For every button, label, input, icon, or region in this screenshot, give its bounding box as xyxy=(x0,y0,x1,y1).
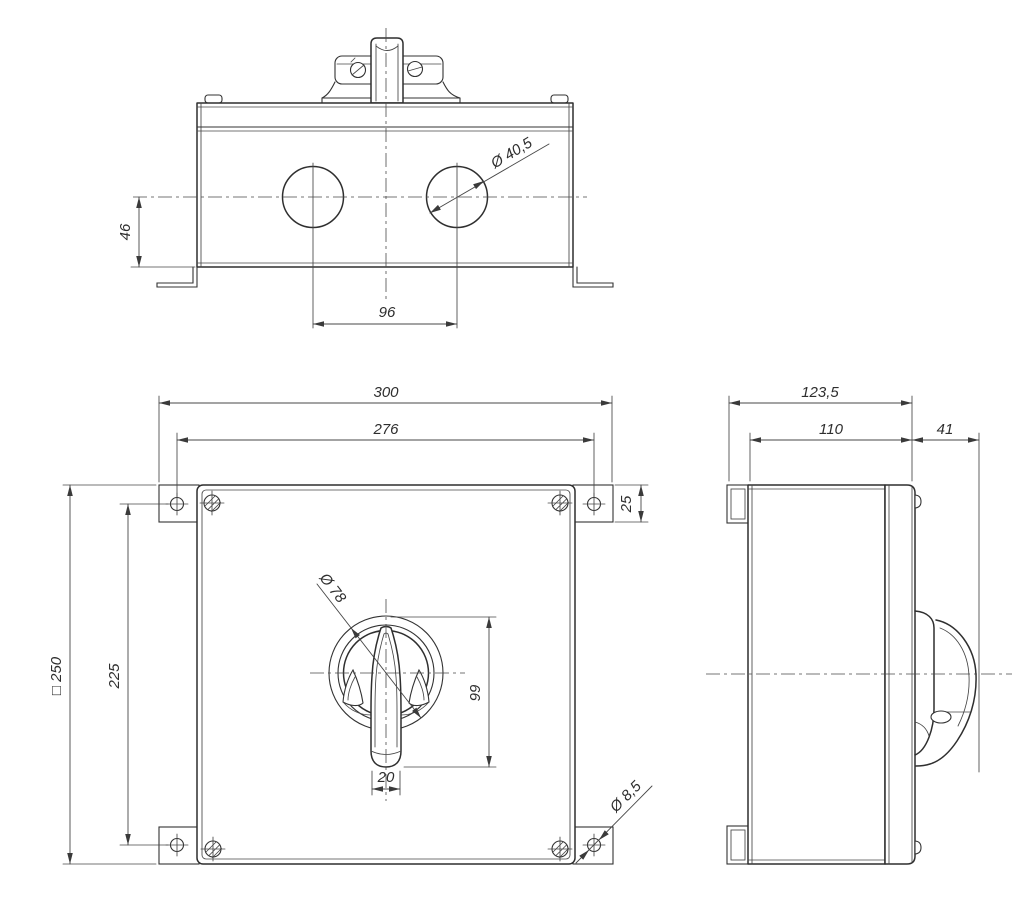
dim-label-99: 99 xyxy=(467,684,484,701)
top-view-body xyxy=(196,102,574,268)
dim-label-41: 41 xyxy=(937,421,954,438)
side-lid xyxy=(884,484,916,865)
dim-mount-width: 276 xyxy=(176,421,595,498)
rotary-handle-front xyxy=(310,599,465,801)
dim-overall-width: 300 xyxy=(158,384,613,483)
side-view: 123,5 110 41 xyxy=(706,384,1012,865)
lid-screw xyxy=(199,490,225,516)
foot-left xyxy=(156,266,198,288)
dim-mount-height: 225 xyxy=(106,503,169,846)
dim-hole-spacing: 96 xyxy=(312,304,458,327)
mount-tab-top-left xyxy=(158,484,200,523)
bracket-screw-right xyxy=(406,60,424,78)
mount-tab-bottom-left xyxy=(158,826,200,865)
handle-lever xyxy=(370,625,402,768)
side-tab-bottom xyxy=(726,825,750,865)
rotary-shaft-top xyxy=(370,37,404,104)
dim-label-46: 46 xyxy=(117,223,134,240)
top-view: 46 96 Ø 40,5 xyxy=(117,28,614,329)
lid-screw xyxy=(200,836,226,862)
lid-screw-edge-right xyxy=(550,94,569,104)
dim-label-8-5: Ø 8,5 xyxy=(606,777,645,816)
dim-label-300: 300 xyxy=(373,384,399,401)
mount-tab-top-right xyxy=(572,484,614,523)
lid-screws xyxy=(199,490,573,862)
dim-label-276: 276 xyxy=(372,421,399,438)
dim-overall-square: □ 250 xyxy=(48,484,157,865)
front-view: 300 276 □ 250 225 xyxy=(48,384,653,865)
dim-overall-depth: 123,5 xyxy=(728,384,913,482)
dim-label-25: 25 xyxy=(618,495,635,513)
dim-label-96: 96 xyxy=(379,304,396,321)
foot-right xyxy=(572,266,614,288)
dim-body-depth: 110 xyxy=(749,421,913,482)
rotary-handle-side xyxy=(914,610,977,767)
side-lid-screw-top xyxy=(914,494,922,509)
side-body xyxy=(747,484,886,865)
dim-handle-length: 99 xyxy=(390,616,497,768)
dim-hole-center-height: 46 xyxy=(117,196,196,268)
side-tab-top xyxy=(726,484,750,524)
dim-handle-projection: 41 xyxy=(911,421,980,773)
side-lid-screw-bottom xyxy=(914,840,922,855)
lid-screw xyxy=(547,490,573,516)
lid-screw-edge-left xyxy=(204,94,223,104)
bracket-screw-left xyxy=(349,57,367,79)
dim-tab-height: 25 xyxy=(614,484,649,523)
dim-label-250: □ 250 xyxy=(48,656,65,695)
top-shaft-bracket xyxy=(321,37,461,104)
dim-label-20: 20 xyxy=(377,769,395,786)
dim-handle-tip-width: 20 xyxy=(371,769,401,796)
lid-screw xyxy=(547,836,573,862)
dim-label-110: 110 xyxy=(819,421,844,438)
dim-label-225: 225 xyxy=(106,663,123,690)
dim-label-123-5: 123,5 xyxy=(801,384,839,401)
